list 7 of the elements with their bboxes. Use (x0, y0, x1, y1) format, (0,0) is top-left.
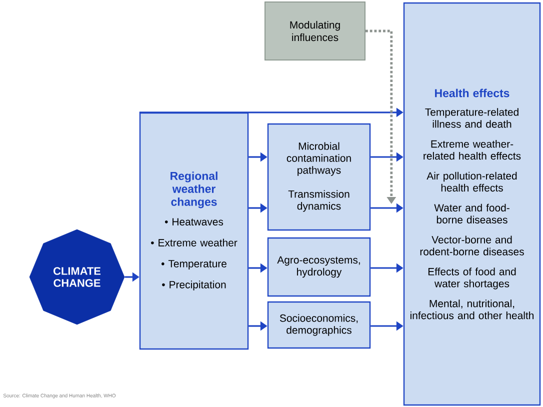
process-box: Regional weather changes • Heatwaves • Extreme weather • Temperature • Precipitation (139, 112, 249, 350)
influence-box: Modulating influences (264, 2, 366, 60)
process-box: Microbial contamination pathways Transmission dynamics (267, 123, 371, 231)
climate-change-octagon: CLIMATE CHANGE (29, 229, 125, 325)
process-box: Health effects Temperature-related illness and death Extreme weather-related health effects Air pollution-related health effects Water and food-borne diseases Vector-borne and rodent-borne diseases Effects of food and water shortages Mental, nutritional, infectious and other health (403, 2, 541, 406)
process-box: Agro-ecosystems, hydrology (267, 237, 371, 297)
process-box: Socioeconomics, demographics (267, 301, 371, 349)
